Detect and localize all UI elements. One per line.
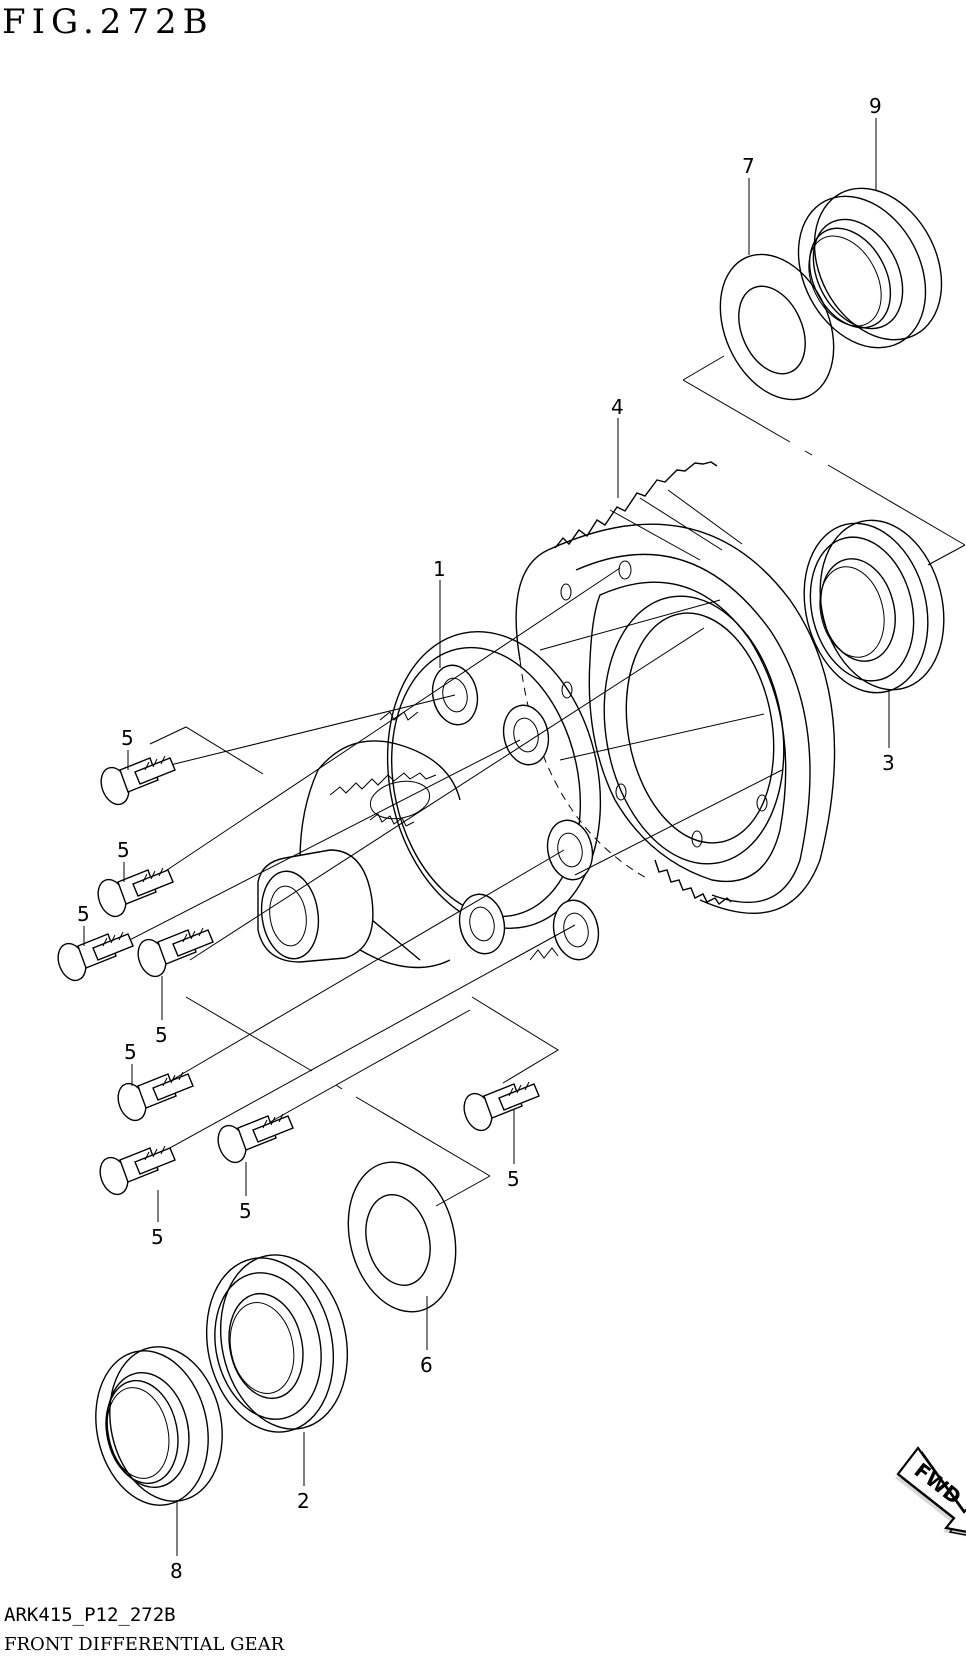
- part-5-bolt-c[interactable]: [53, 931, 134, 984]
- part-5-bolt-d[interactable]: [133, 927, 214, 980]
- axis-line-right: [682, 355, 966, 566]
- callout-9: 9: [869, 94, 882, 118]
- part-5-bolt-h[interactable]: [459, 1081, 540, 1134]
- part-8-oil-seal[interactable]: [82, 1336, 236, 1515]
- fwd-arrow-icon: FWD: [895, 1446, 966, 1537]
- part-5-bolt-a[interactable]: [96, 755, 176, 808]
- callout-5a: 5: [121, 726, 134, 750]
- callout-4: 4: [611, 395, 624, 419]
- part-2-bearing[interactable]: [191, 1243, 363, 1444]
- part-6-shim[interactable]: [333, 1151, 471, 1324]
- callout-5f: 5: [151, 1225, 164, 1249]
- part-3-bearing[interactable]: [787, 507, 961, 706]
- part-9-oil-seal[interactable]: [773, 166, 966, 370]
- callout-5b: 5: [117, 838, 130, 862]
- callout-5g: 5: [239, 1199, 252, 1223]
- diagram-caption: FRONT DIFFERENTIAL GEAR: [4, 1634, 285, 1655]
- part-5-bolt-e[interactable]: [113, 1071, 194, 1124]
- figure-title: FIG.272B: [2, 2, 214, 42]
- callout-5d: 5: [155, 1023, 168, 1047]
- axis-line-left: [149, 726, 559, 1207]
- callout-3: 3: [882, 751, 895, 775]
- part-1-differential-case[interactable]: [256, 612, 627, 969]
- bolt-leaders: [83, 750, 515, 1222]
- part-7-shim[interactable]: [699, 236, 856, 417]
- callout-7: 7: [742, 154, 755, 178]
- callout-2: 2: [297, 1489, 310, 1513]
- part-5-bolt-g[interactable]: [213, 1113, 294, 1166]
- callout-5e: 5: [124, 1040, 137, 1064]
- drawing-code: ARK415_P12_272B: [4, 1604, 176, 1626]
- part-4-ring-gear[interactable]: [515, 461, 836, 914]
- part-5-bolt-b[interactable]: [93, 867, 174, 920]
- callout-5h: 5: [507, 1167, 520, 1191]
- callout-1: 1: [433, 557, 446, 581]
- callout-5c: 5: [77, 902, 90, 926]
- callout-8: 8: [170, 1559, 183, 1583]
- callout-6: 6: [420, 1353, 433, 1377]
- bolt-axis-lines: [109, 567, 783, 1161]
- part-5-bolt-f[interactable]: [95, 1145, 176, 1198]
